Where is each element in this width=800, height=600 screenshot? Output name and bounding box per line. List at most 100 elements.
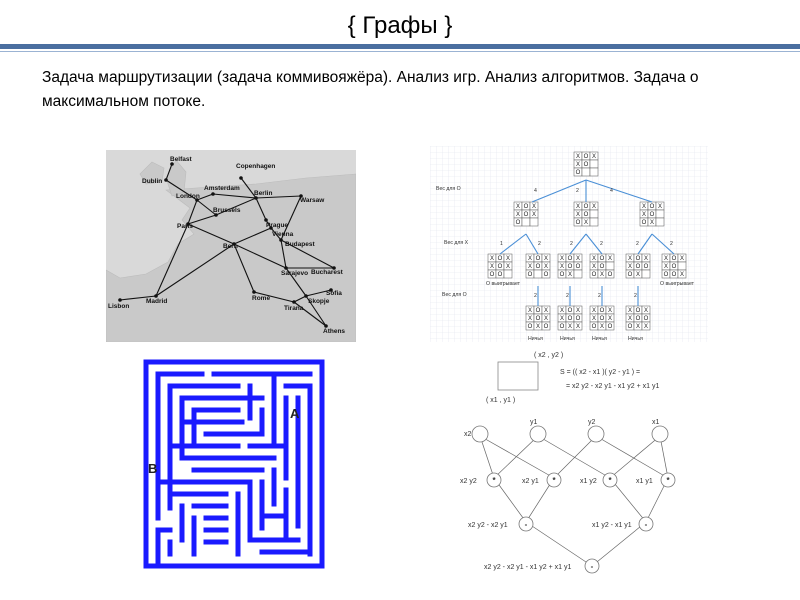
rectangle-shape [497, 361, 539, 391]
city-label: Sarajevo [281, 270, 308, 277]
svg-text:O: O [636, 264, 641, 270]
multiply-op: * [492, 476, 496, 485]
svg-text:O: O [592, 272, 597, 278]
city-label: Dublin [142, 178, 162, 185]
route-lines [119, 163, 335, 327]
city-label: Budapest [285, 241, 315, 248]
outcome-label: О выигрывает [660, 281, 695, 287]
svg-text:X: X [560, 256, 564, 262]
svg-text:O: O [592, 324, 597, 330]
svg-text:O: O [642, 220, 647, 226]
svg-text:O: O [608, 272, 613, 278]
city-label: Bern [223, 243, 238, 250]
svg-text:O: O [608, 324, 613, 330]
svg-text:O: O [568, 264, 573, 270]
weight-row-label: Вес для O [442, 292, 467, 298]
point-label-p2: ( x2 , y2 ) [534, 352, 563, 359]
city-label: Brussels [213, 207, 241, 214]
svg-text:O: O [644, 316, 649, 322]
svg-text:X: X [636, 324, 640, 330]
edge-weight: 2 [538, 241, 541, 247]
input-label: x2 [464, 431, 472, 438]
slide-title: { Графы } [347, 12, 453, 39]
svg-text:X: X [642, 204, 646, 210]
edge-weight: 2 [634, 293, 637, 299]
svg-text:X: X [608, 308, 612, 314]
input-label: x1 [652, 419, 660, 426]
svg-text:X: X [600, 324, 604, 330]
svg-text:X: X [576, 324, 580, 330]
svg-text:X: X [636, 272, 640, 278]
svg-text:X: X [516, 212, 520, 218]
svg-text:O: O [672, 272, 677, 278]
svg-text:X: X [576, 204, 580, 210]
svg-text:O: O [544, 324, 549, 330]
edge-weight: 2 [670, 241, 673, 247]
svg-text:O: O [584, 154, 589, 160]
weight-row-label: Вес для X [444, 240, 469, 246]
svg-text:O: O [650, 204, 655, 210]
input-label: y1 [530, 419, 538, 426]
svg-text:X: X [658, 204, 662, 210]
city-label: Bucharest [311, 269, 344, 276]
multiply-op: * [608, 476, 612, 485]
outcome-label: Ничья [560, 336, 575, 342]
svg-text:X: X [600, 272, 604, 278]
svg-text:O: O [524, 212, 529, 218]
city-label: Lisbon [108, 303, 129, 310]
product-label: x2 y2 [460, 478, 477, 485]
city-label: Paris [177, 223, 193, 230]
svg-text:O: O [600, 264, 605, 270]
svg-text:O: O [536, 264, 541, 270]
outcome-label: О выигрывает [486, 281, 521, 287]
svg-text:X: X [628, 264, 632, 270]
weight-row-label: Вес для O [436, 186, 461, 192]
svg-text:O: O [636, 308, 641, 314]
svg-text:X: X [664, 256, 668, 262]
svg-text:O: O [636, 316, 641, 322]
svg-text:O: O [628, 272, 633, 278]
svg-text:X: X [608, 316, 612, 322]
maze-label-a: A [290, 406, 300, 421]
title-divider [0, 44, 800, 49]
outcome-label: Ничья [528, 336, 543, 342]
edge-weight: 2 [570, 241, 573, 247]
multiply-op: * [552, 476, 556, 485]
svg-text:X: X [592, 308, 596, 314]
svg-text:O: O [536, 308, 541, 314]
edge-weight: 1 [500, 241, 503, 247]
svg-text:X: X [532, 212, 536, 218]
svg-text:O: O [644, 264, 649, 270]
multiply-op: * [666, 476, 670, 485]
city-label: Berlin [254, 190, 272, 197]
product-label: x1 y2 [580, 478, 597, 485]
svg-text:X: X [644, 308, 648, 314]
svg-text:O: O [576, 264, 581, 270]
subtract-op: - [591, 562, 594, 571]
svg-text:X: X [680, 272, 684, 278]
city-label: London [176, 193, 200, 200]
svg-text:X: X [628, 308, 632, 314]
svg-text:X: X [576, 162, 580, 168]
svg-text:O: O [600, 316, 605, 322]
area-formula-line2: = x2 y2 - x2 y1 - x1 y2 + x1 y1 [566, 383, 659, 390]
city-label: Warsaw [300, 197, 325, 204]
svg-text:X: X [576, 212, 580, 218]
diff-label: x1 y2 - x1 y1 [592, 522, 632, 529]
svg-text:O: O [576, 316, 581, 322]
city-dots [118, 162, 336, 328]
svg-text:O: O [584, 162, 589, 168]
svg-text:X: X [544, 256, 548, 262]
point-label-p1: ( x1 , y1 ) [486, 397, 515, 404]
svg-text:X: X [576, 308, 580, 314]
svg-text:X: X [528, 264, 532, 270]
svg-text:O: O [576, 170, 581, 176]
outcome-label: Ничья [592, 336, 607, 342]
